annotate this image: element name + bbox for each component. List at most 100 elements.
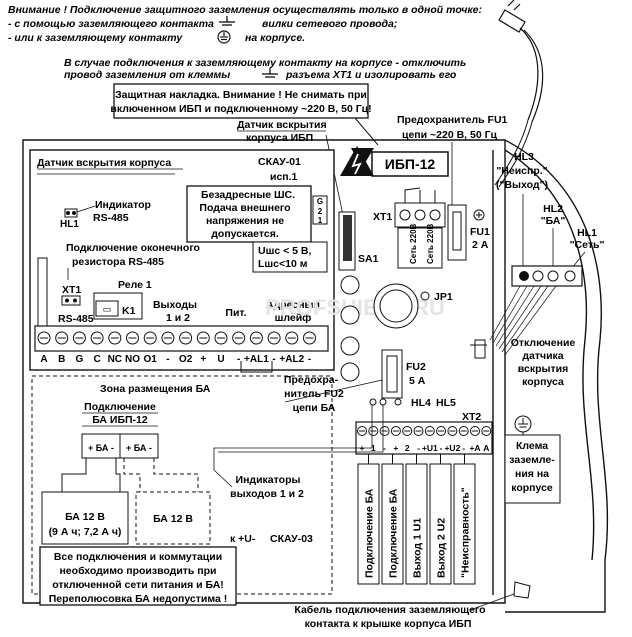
- bottom-warning-3: отключенной сети питания и БА!: [52, 579, 224, 591]
- g1-label: 1: [318, 216, 323, 225]
- xt2-label: -: [383, 443, 386, 453]
- fuse1-label-line-2: цепи ~220 В, 50 Гц: [402, 129, 498, 141]
- g2-label: 2: [318, 207, 323, 216]
- hl1-label-2: "Сеть": [570, 239, 605, 251]
- xt2-label: XT2: [462, 411, 481, 423]
- fuse1-label: Предохранитель FU1 цепи ~220 В, 50 Гц: [397, 114, 508, 205]
- disconnect-label: Отключение датчика вскрытия корпуса: [470, 337, 575, 388]
- indicators-2: выходов 1 и 2: [230, 488, 304, 500]
- fu2-description: Предохра- нитель FU2 цепи БА: [284, 374, 383, 414]
- cover-warning-line-2: включенном ИБП и подключенному ~220 В, 5…: [110, 103, 371, 115]
- wire-label: "Неисправность": [460, 487, 472, 578]
- outputs-label-2: 1 и 2: [166, 312, 190, 324]
- case-ground-terminal: Клема заземле- ния на корпусе: [504, 415, 561, 504]
- xt1-main-label: XT1: [373, 211, 392, 223]
- tamper-sensor-line-1: Датчик вскрытия: [237, 119, 327, 131]
- bottom-warning-2: необходимо производить при: [59, 565, 216, 577]
- ground-symbol-icon: [219, 16, 235, 26]
- bottom-warning: Все подключения и коммутации необходимо …: [39, 546, 237, 606]
- battery1-label: БА 12 В: [65, 511, 105, 523]
- case-sensor-switch: [37, 257, 48, 331]
- fuse1-label-line-1: Предохранитель FU1: [397, 114, 508, 126]
- case-sensor-label: Датчик вскрытия корпуса: [37, 157, 171, 169]
- fu2-desc-3: цепи БА: [293, 402, 336, 414]
- relay-coil-icon: ▭: [103, 304, 112, 314]
- ba-term-2: + БА -: [126, 443, 152, 453]
- limits-line-2: Lшс<10 м: [258, 258, 308, 270]
- indicator-label-1: Индикатор: [95, 199, 151, 211]
- limits-box: Uшс < 5 В, Lшс<10 м: [252, 241, 328, 273]
- power-plug-icon: [498, 0, 544, 123]
- fu1-rating: 2 А: [472, 239, 489, 251]
- tamper-sensor-line-2: корпуса ИБП: [246, 132, 313, 144]
- ground-label-1: Клема: [516, 440, 548, 452]
- terminal-label: O1: [144, 354, 158, 365]
- hl1-label-1: HL1: [577, 227, 597, 239]
- indicators-label: Индикаторы выходов 1 и 2: [213, 405, 384, 500]
- terminal-label: -: [237, 354, 240, 365]
- k1-label: K1: [122, 305, 136, 317]
- hl4-hl5: HL4 HL5 XT2: [369, 397, 481, 423]
- hl5-label: HL5: [436, 397, 456, 409]
- warning-line-2: Подача внешнего: [199, 202, 290, 214]
- disconnect-1: Отключение: [511, 337, 576, 349]
- g-label: G: [317, 197, 323, 206]
- led-hl1: [564, 270, 576, 282]
- mains-cable: [494, 119, 533, 188]
- limits-line-1: Uшс < 5 В,: [258, 245, 311, 257]
- terminal-label: -: [308, 354, 311, 365]
- wire-label: Выход 2 U2: [436, 518, 448, 578]
- disconnect-3: вскрытия: [518, 363, 568, 375]
- terminal-label: -: [166, 354, 169, 365]
- plus-u-label: к +U-: [230, 533, 256, 545]
- xt2-label: 1: [371, 443, 376, 453]
- leader-line: [354, 117, 379, 146]
- tamper-sensor-label: Датчик вскрытия корпуса ИБП: [237, 119, 344, 216]
- ground-label-2: заземле-: [509, 454, 555, 466]
- cover-warning-line-1: Защитная накладка. Внимание ! Не снимать…: [115, 89, 367, 101]
- terminal-label: U: [217, 354, 224, 365]
- model-label: ИБП-12: [371, 151, 449, 177]
- note-line-1: Внимание ! Подключение защитного заземле…: [8, 4, 482, 16]
- no-voltage-warning: Безадресные ШС. Подача внешнего напряжен…: [186, 185, 328, 243]
- xt1-jumper: XT1: [61, 284, 81, 306]
- xt2-label: +A: [469, 443, 480, 453]
- terminal-label: B: [58, 354, 65, 365]
- skau-title: СКАУ-01: [258, 156, 301, 168]
- terminal-label: NC: [108, 354, 122, 365]
- cable-label-1: Кабель подключения заземляющего: [294, 604, 485, 616]
- hl1-small-label: HL1: [60, 219, 79, 230]
- sa1-sensor: SA1: [338, 211, 379, 382]
- jp1-label: JP1: [434, 291, 453, 303]
- terminator-label-1: Подключение оконечного: [66, 242, 200, 254]
- cover-warning: Защитная накладка. Внимание ! Не снимать…: [110, 83, 372, 119]
- fu1-label: FU1: [470, 226, 490, 238]
- terminator-label-2: резистора RS-485: [72, 256, 164, 268]
- hl2-label-1: HL2: [543, 203, 563, 215]
- power-label: Пит.: [225, 307, 246, 319]
- led-panel: [489, 265, 583, 356]
- disconnect-2: датчика: [522, 350, 563, 362]
- transformer: JP1: [373, 283, 453, 329]
- skau-subtitle: исп.1: [270, 171, 298, 183]
- rs485-label: RS-485: [58, 313, 94, 325]
- xt1-small-label: XT1: [62, 284, 81, 296]
- note-line-2: - с помощью заземляющего контакта: [8, 18, 214, 30]
- wire-label: Выход 1 U1: [412, 518, 424, 578]
- housing: [22, 139, 609, 613]
- battery-connect-1: Подключение: [84, 401, 156, 413]
- xt2-label: A: [483, 443, 489, 453]
- led-indicator: [532, 270, 544, 282]
- net-term-2: Сеть 220В: [426, 223, 435, 264]
- high-voltage-icon: [340, 146, 374, 176]
- xt2-label: 2: [405, 443, 410, 453]
- sa1-label: SA1: [358, 253, 379, 265]
- wire-label: Подключение БА: [388, 488, 400, 578]
- note-line-4: В случае подключения к заземляющему конт…: [64, 57, 466, 69]
- fuse-fu1: FU1 2 А: [447, 204, 490, 261]
- battery-connect-2: БА ИБП-12: [92, 414, 148, 426]
- terminal-label: G: [76, 354, 84, 365]
